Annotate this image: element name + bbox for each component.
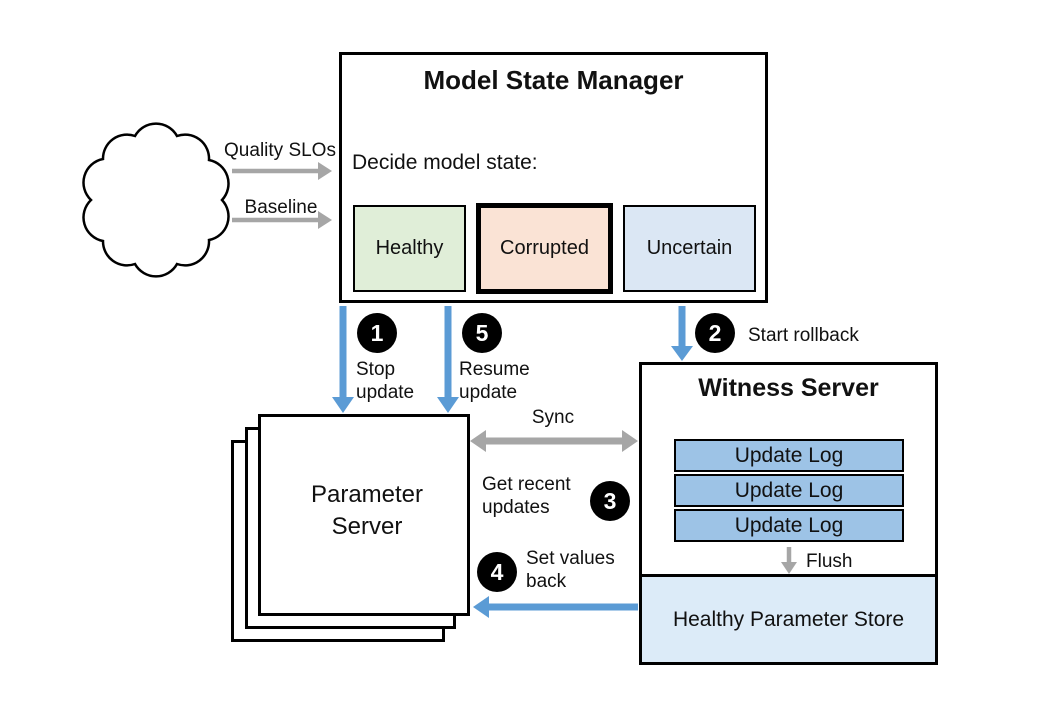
quality-slos-arrow <box>232 162 332 180</box>
get-recent-updates-label: Get recent updates <box>482 474 571 519</box>
step-number: 4 <box>490 558 504 585</box>
stop-update-label: Stop update <box>356 359 415 404</box>
sync-arrow <box>470 430 638 452</box>
update-log-row: Update Log <box>674 439 904 472</box>
parameter-server-box: Parameter Server <box>258 414 470 616</box>
parameter-server-title: Parameter Server <box>310 481 424 541</box>
step-circle-5: 5 <box>462 313 502 353</box>
set-values-back-label: Set values back <box>526 548 615 593</box>
sync-label: Sync <box>531 407 575 428</box>
step-number: 3 <box>603 487 617 514</box>
resume-update-arrow <box>437 306 459 413</box>
update-log-label: Update Log <box>734 513 844 537</box>
state-healthy-label: Healthy <box>375 237 444 259</box>
flush-label: Flush <box>806 551 853 572</box>
witness-server-title: Witness Server <box>698 374 879 402</box>
stop-update-arrow <box>332 306 354 413</box>
step-number: 1 <box>370 319 384 346</box>
witness-server-box: Witness Server Update Log Update Log Upd… <box>639 362 938 665</box>
start-rollback-label: Start rollback <box>748 325 859 346</box>
step-number: 5 <box>475 319 489 346</box>
state-corrupted: Corrupted <box>476 203 613 294</box>
state-uncertain-label: Uncertain <box>646 237 733 259</box>
resume-update-label: Resume update <box>459 359 530 404</box>
step-circle-4: 4 <box>477 552 517 592</box>
step-number: 2 <box>708 319 722 346</box>
step-circle-3: 3 <box>590 481 630 521</box>
update-log-row: Update Log <box>674 474 904 507</box>
model-state-manager-box: Model State Manager Decide model state: … <box>339 52 768 303</box>
baseline-label: Baseline <box>244 197 318 218</box>
decide-model-state-label: Decide model state: <box>352 151 538 174</box>
state-healthy: Healthy <box>353 205 466 292</box>
healthy-parameter-store-label: Healthy Parameter Store <box>672 607 905 631</box>
state-uncertain: Uncertain <box>623 205 756 292</box>
start-rollback-arrow <box>671 306 693 361</box>
step-circle-1: 1 <box>357 313 397 353</box>
model-state-manager-title: Model State Manager <box>423 65 684 95</box>
step-circle-2: 2 <box>695 313 735 353</box>
state-corrupted-label: Corrupted <box>500 237 589 259</box>
quality-slos-label: Quality SLOs <box>224 140 336 161</box>
update-log-label: Update Log <box>734 443 844 467</box>
healthy-parameter-store: Healthy Parameter Store <box>642 574 935 662</box>
update-log-row: Update Log <box>674 509 904 542</box>
update-log-label: Update Log <box>734 478 844 502</box>
set-values-back-arrow <box>473 596 638 618</box>
cloud-icon <box>82 122 230 278</box>
